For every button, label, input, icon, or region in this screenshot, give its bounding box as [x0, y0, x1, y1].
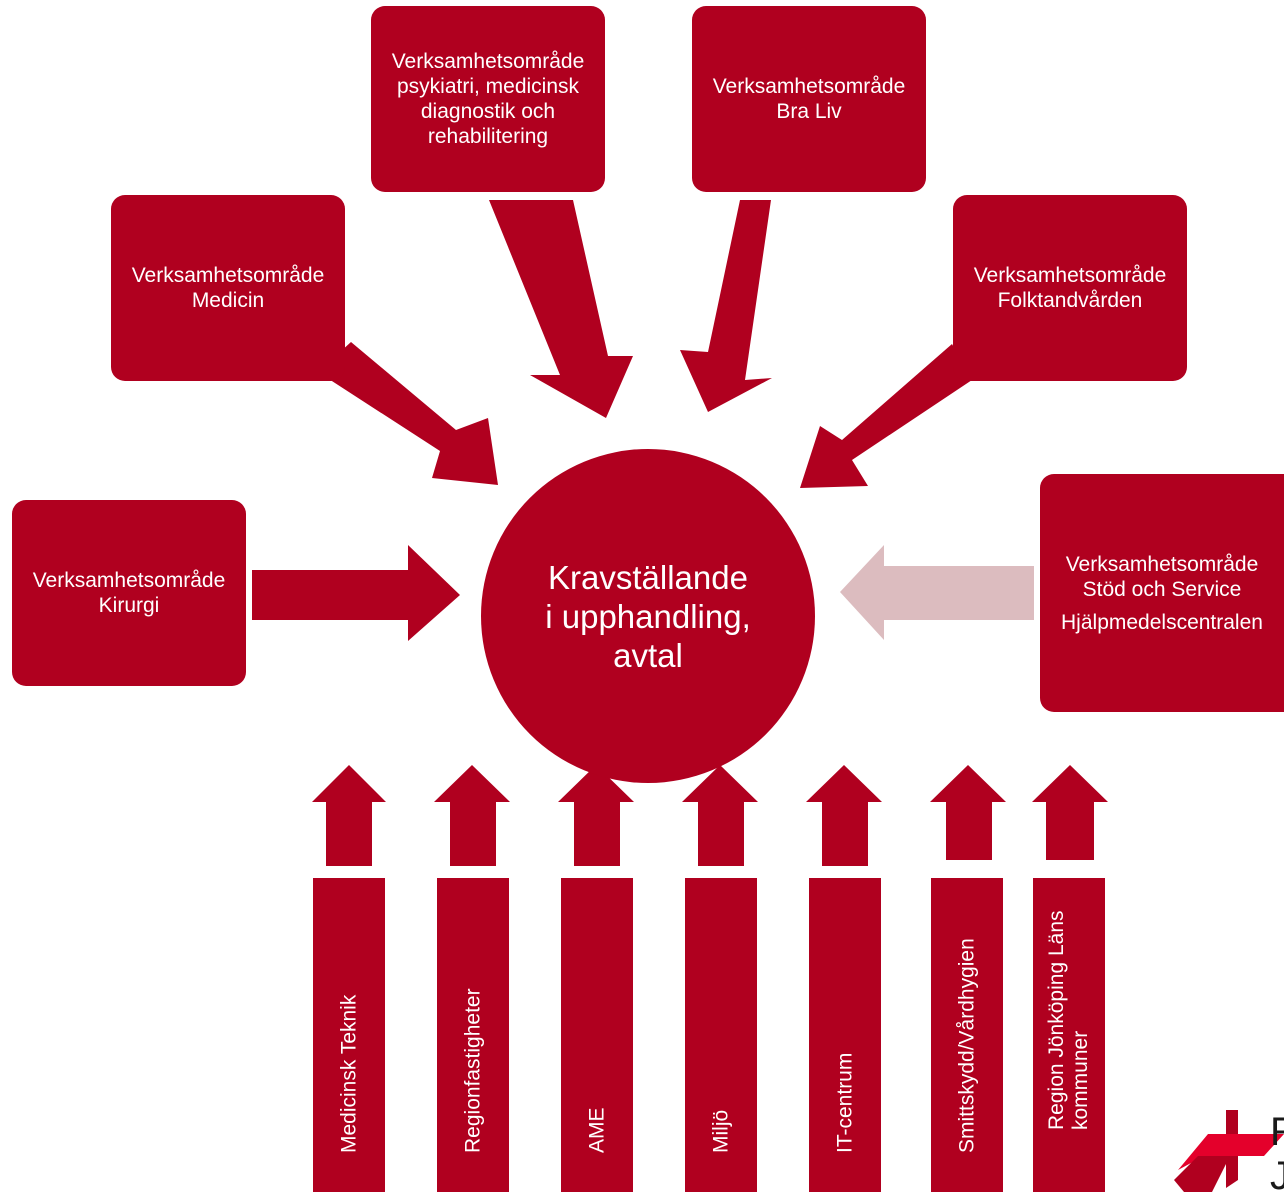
arrow-up-5 [806, 765, 882, 866]
bar-medicinsk-teknik: Medicinsk Teknik [313, 878, 385, 1192]
center-line-3: avtal [613, 636, 683, 674]
box-stod-service-line-2: Stöd och Service [1082, 577, 1242, 601]
arrow-up-2 [434, 765, 510, 866]
bar-ame-label: AME [585, 1107, 609, 1153]
arrow-up-1 [312, 765, 386, 866]
bar-region-jonkoping-line-2: kommuner [1069, 1030, 1092, 1130]
bar-miljo: Miljö [685, 878, 757, 1192]
bar-smittskydd-label: Smittskydd/Vårdhygien [955, 938, 979, 1153]
center-line-1: Kravställande [548, 558, 748, 596]
logo-text: R J [1270, 1110, 1284, 1198]
region-jonkoping-logo-icon [1174, 1110, 1284, 1192]
arrow-stod-service [840, 545, 1034, 640]
bar-region-jonkoping: Region Jönköping Läns kommuner [1033, 878, 1105, 1192]
box-psykiatri-line-3: diagnostik och [420, 100, 556, 123]
box-psykiatri-line-1: Verksamhetsområde [391, 50, 585, 73]
bar-regionfastigheter: Regionfastigheter [437, 878, 509, 1192]
box-folktandvarden-line-2: Folktandvården [997, 289, 1143, 312]
logo-text-line-2: J [1270, 1154, 1284, 1198]
box-medicin-line-2: Medicin [191, 289, 265, 312]
arrow-folktandvarden [800, 344, 972, 488]
arrow-medicin [318, 342, 498, 485]
arrow-bra-liv [680, 200, 772, 412]
arrow-up-3 [558, 765, 634, 866]
box-bra-liv: Verksamhetsområde Bra Liv [692, 6, 926, 192]
arrow-kirurgi [252, 545, 460, 641]
bar-it-centrum: IT-centrum [809, 878, 881, 1192]
box-bra-liv-line-2: Bra Liv [776, 100, 842, 123]
box-stod-service: Verksamhetsområde Stöd och Service Hjälp… [1040, 474, 1284, 712]
box-kirurgi-line-1: Verksamhetsområde [32, 569, 226, 592]
bar-region-jonkoping-line-1: Region Jönköping Läns [1045, 910, 1068, 1131]
arrow-up-6 [930, 765, 1006, 860]
box-psykiatri-line-2: psykiatri, medicinsk [396, 75, 580, 98]
bar-medicinsk-teknik-label: Medicinsk Teknik [337, 994, 361, 1153]
box-psykiatri-line-4: rehabilitering [427, 125, 549, 148]
box-medicin-line-1: Verksamhetsområde [131, 264, 325, 287]
center-requirements-circle: Kravställande i upphandling, avtal [481, 449, 815, 783]
box-kirurgi: Verksamhetsområde Kirurgi [12, 500, 246, 686]
arrow-up-4 [682, 765, 758, 866]
logo-text-line-1: R [1270, 1110, 1284, 1154]
box-kirurgi-line-2: Kirurgi [98, 594, 160, 617]
box-psykiatri: Verksamhetsområde psykiatri, medicinsk d… [371, 6, 605, 192]
arrow-up-7 [1032, 765, 1108, 860]
box-bra-liv-line-1: Verksamhetsområde [712, 75, 906, 98]
bar-smittskydd: Smittskydd/Vårdhygien [931, 878, 1003, 1192]
bar-ame: AME [561, 878, 633, 1192]
box-medicin: Verksamhetsområde Medicin [111, 195, 345, 381]
box-stod-service-line-1: Verksamhetsområde [1065, 552, 1259, 576]
center-line-2: i upphandling, [545, 597, 751, 635]
bar-it-centrum-label: IT-centrum [833, 1052, 857, 1153]
bar-regionfastigheter-label: Regionfastigheter [461, 988, 485, 1153]
bar-miljo-label: Miljö [709, 1109, 733, 1153]
bar-region-jonkoping-label: Region Jönköping Läns kommuner [1045, 911, 1093, 1131]
box-folktandvarden: Verksamhetsområde Folktandvården [953, 195, 1187, 381]
box-stod-service-line-3: Hjälpmedelscentralen [1061, 610, 1263, 634]
box-folktandvarden-line-1: Verksamhetsområde [973, 264, 1167, 287]
arrow-psykiatri [489, 200, 633, 418]
